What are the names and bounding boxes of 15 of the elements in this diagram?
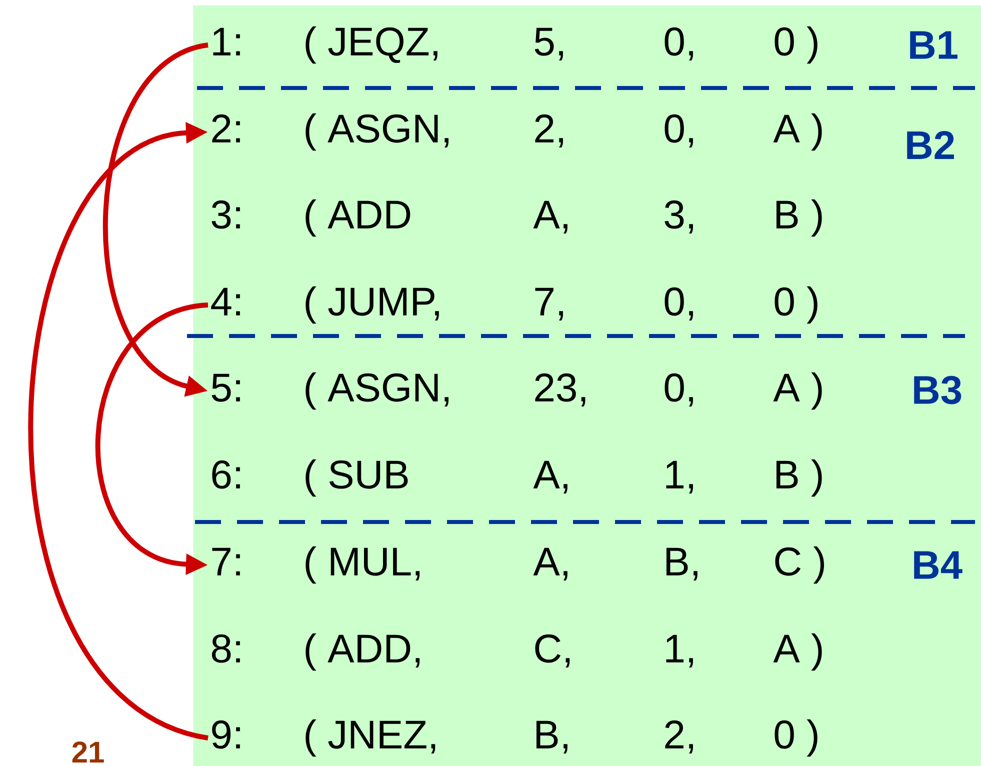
instruction-row: 7: ( MUL, A, B, C ) <box>212 546 824 584</box>
instruction-row: 1: ( JEQZ, 5, 0, 0 ) <box>213 26 818 64</box>
block-label: B2 <box>907 131 954 159</box>
instruction-row: 8: ( ADD, C, 1, A ) <box>212 633 822 671</box>
instruction-row: 5: ( ASGN, 23, 0, A ) <box>212 372 822 410</box>
instruction-row: 6: ( SUB A, 1, B ) <box>212 459 822 497</box>
instruction-row: 3: ( ADD A, 3, B ) <box>212 199 822 237</box>
instruction-row: 9: ( JNEZ, B, 2, 0 ) <box>212 719 818 757</box>
block-label: B4 <box>914 551 962 579</box>
block-label: B1 <box>910 31 958 59</box>
instruction-row: 4: ( JUMP, 7, 0, 0 ) <box>211 286 818 324</box>
block-label: B3 <box>914 376 962 404</box>
instruction-row: 2: ( ASGN, 2, 0, A ) <box>212 113 822 151</box>
page-number: 21 <box>72 742 104 762</box>
panel-background <box>193 5 981 766</box>
